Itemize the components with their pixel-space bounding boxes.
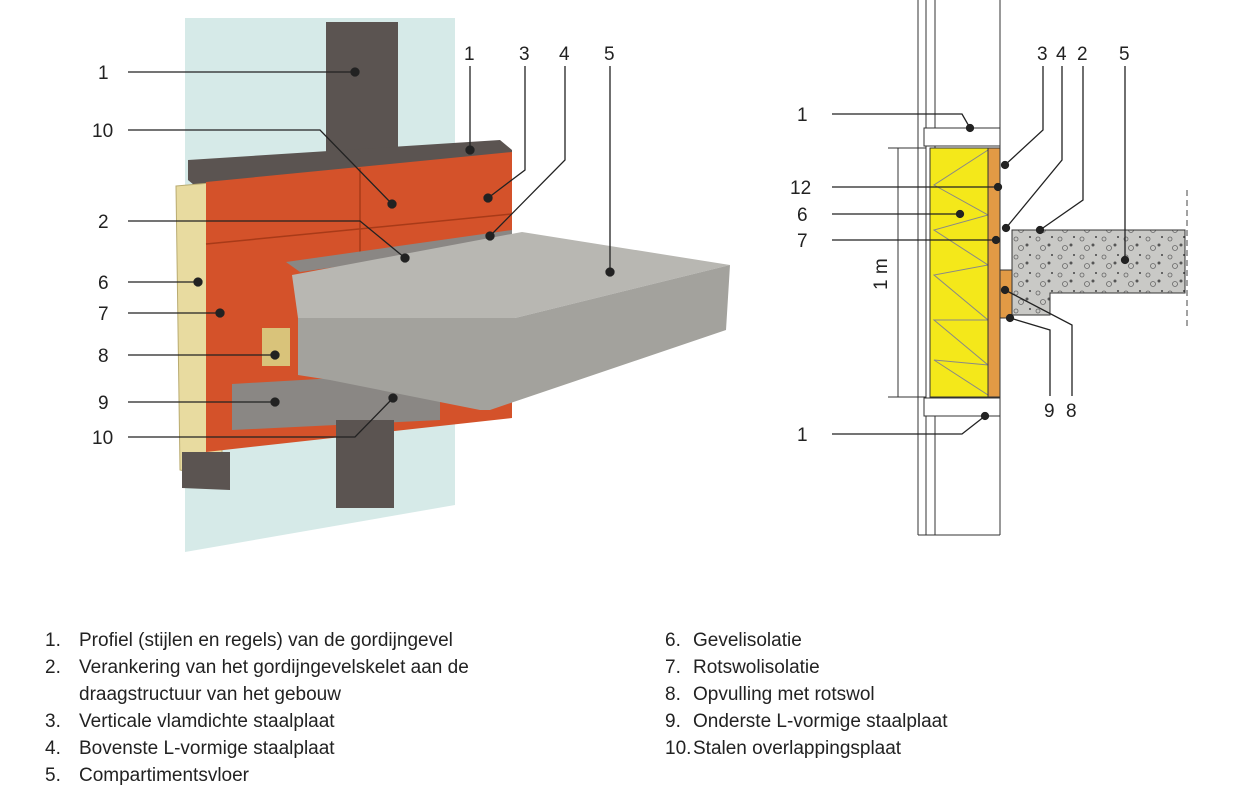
floor-slab — [1011, 229, 1186, 316]
legend-item: draagstructuur van het gebouw — [45, 681, 469, 708]
callout-1: 1 — [464, 44, 475, 65]
left-callout-labels: 1 10 2 6 7 8 9 10 1 3 4 5 — [92, 44, 615, 449]
section-drawing — [888, 0, 1188, 536]
legend-num: 4. — [45, 738, 61, 759]
callout-4: 4 — [559, 44, 570, 65]
callout-2: 2 — [98, 212, 109, 233]
legend-num: 5. — [45, 765, 61, 786]
dimension-label: 1 m — [871, 258, 892, 290]
legend-text: Verticale vlamdichte staalplaat — [79, 711, 335, 732]
callout-2: 2 — [1077, 44, 1088, 65]
callout-7: 7 — [797, 231, 808, 252]
callout-4: 4 — [1056, 44, 1067, 65]
legend-num: 2. — [45, 657, 61, 678]
legend-text: draagstructuur van het gebouw — [79, 684, 341, 705]
dimension-line — [888, 147, 926, 398]
callout-7: 7 — [98, 304, 109, 325]
callout-5: 5 — [604, 44, 615, 65]
callout-1: 1 — [797, 105, 808, 126]
legend-num: 8. — [665, 684, 681, 705]
left-leaders — [128, 66, 615, 438]
callout-6: 6 — [98, 273, 109, 294]
legend-num: 9. — [665, 711, 681, 732]
legend-item: 9. Onderste L-vormige staalplaat — [665, 708, 948, 735]
legend-text: Compartimentsvloer — [79, 765, 249, 786]
slab-front — [298, 265, 730, 410]
legend-text: Rotswolisolatie — [693, 657, 820, 678]
legend-num: 10. — [665, 738, 692, 759]
legend-num — [45, 681, 79, 708]
callout-6: 6 — [797, 205, 808, 226]
legend-item: 6. Gevelisolatie — [665, 627, 948, 654]
rockwool-fill — [262, 328, 290, 366]
legend-left: 1. Profiel (stijlen en regels) van de gor… — [45, 627, 469, 789]
legend-text: Onderste L-vormige staalplaat — [693, 711, 948, 732]
legend-item: 10.Stalen overlappingsplaat — [665, 735, 948, 762]
callout-10: 10 — [92, 428, 113, 449]
legend-num: 3. — [45, 711, 61, 732]
callout-9: 9 — [1044, 401, 1055, 422]
legend-text: Bovenste L-vormige staalplaat — [79, 738, 335, 759]
callout-1: 1 — [797, 425, 808, 446]
callout-9: 9 — [98, 393, 109, 414]
legend-text: Verankering van het gordijngevelskelet a… — [79, 657, 469, 678]
callout-3: 3 — [1037, 44, 1048, 65]
mullion-bottom — [336, 420, 394, 508]
legend-item: 8. Opvulling met rotswol — [665, 681, 948, 708]
right-leaders — [832, 66, 1130, 435]
upper-l-plate — [286, 230, 512, 272]
legend-text: Stalen overlappingsplaat — [693, 738, 902, 759]
callout-5: 5 — [1119, 44, 1130, 65]
isometric-illustration — [175, 18, 730, 552]
legend-item: 7. Rotswolisolatie — [665, 654, 948, 681]
legend-item: 2. Verankering van het gordijngevelskelet… — [45, 654, 469, 681]
callout-8: 8 — [1066, 401, 1077, 422]
callout-8: 8 — [98, 346, 109, 367]
callout-10: 10 — [92, 121, 113, 142]
legend-item: 5. Compartimentsvloer — [45, 762, 469, 789]
legend-num: 7. — [665, 657, 681, 678]
legend-num: 1. — [45, 630, 61, 651]
callout-12: 12 — [790, 178, 811, 199]
callout-1: 1 — [98, 63, 109, 84]
facade-insulation — [929, 147, 989, 398]
legend-num: 6. — [665, 630, 681, 651]
callout-3: 3 — [519, 44, 530, 65]
slab-top — [292, 232, 730, 318]
bottom-profile — [182, 452, 230, 490]
legend-item: 3. Verticale vlamdichte staalplaat — [45, 708, 469, 735]
legend-item: 1. Profiel (stijlen en regels) van de gor… — [45, 627, 469, 654]
legend-text: Opvulling met rotswol — [693, 684, 875, 705]
legend-text: Profiel (stijlen en regels) van de gordi… — [79, 630, 453, 651]
legend-text: Gevelisolatie — [693, 630, 802, 651]
facade-detail-diagram: 1 10 2 6 7 8 9 10 1 3 4 5 — [92, 0, 1188, 552]
legend-item: 4. Bovenste L-vormige staalplaat — [45, 735, 469, 762]
right-callout-labels: 1 12 6 7 1 3 4 2 5 9 8 1 m — [790, 44, 1130, 446]
legend-right: 6. Gevelisolatie 7. Rotswolisolatie 8. Opvu… — [665, 627, 948, 762]
